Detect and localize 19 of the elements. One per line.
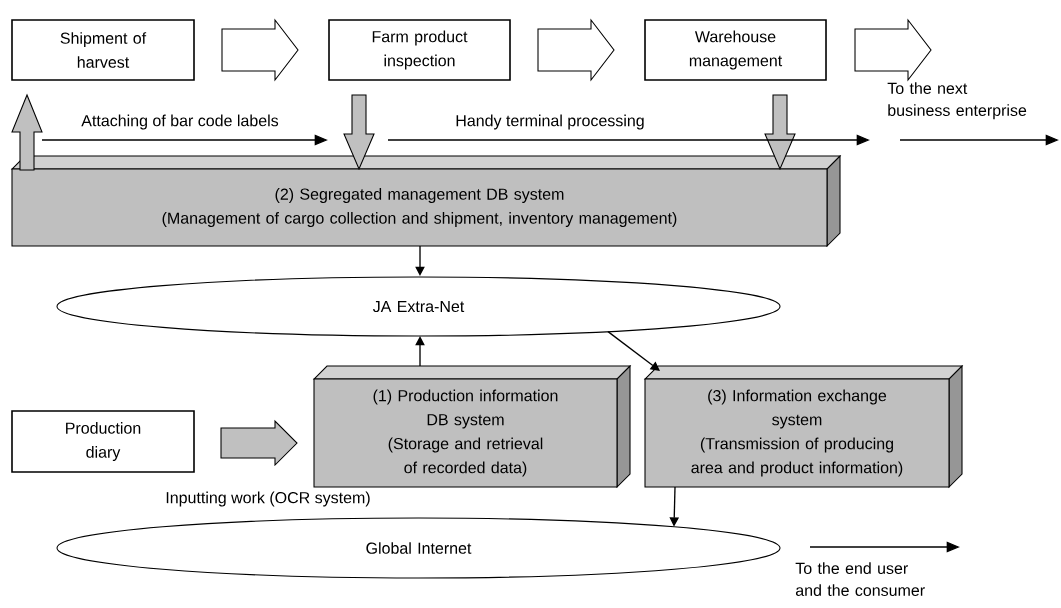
block-arrow <box>343 94 375 171</box>
block-arrow <box>764 94 796 171</box>
label-text: To the next business enterprise <box>887 82 1027 120</box>
block-arrow <box>220 419 298 467</box>
process-box: Farm product inspection <box>328 19 511 81</box>
arrow <box>415 336 425 367</box>
process-box: Warehouse management <box>644 19 827 81</box>
label-text: Handy terminal processing <box>456 114 644 130</box>
label-text: To the end user and the consumer <box>795 562 925 596</box>
label-text: Attaching of bar code labels <box>81 114 279 130</box>
arrow <box>415 245 425 276</box>
block-arrow <box>11 93 43 171</box>
process-box: Production diary <box>11 410 195 473</box>
block-arrow <box>221 18 299 82</box>
process-box: Shipment of harvest <box>11 19 195 81</box>
block-arrow <box>537 18 615 82</box>
arrow <box>607 330 660 371</box>
block-arrow <box>854 18 932 82</box>
label-text: Inputting work (OCR system) <box>166 491 370 507</box>
